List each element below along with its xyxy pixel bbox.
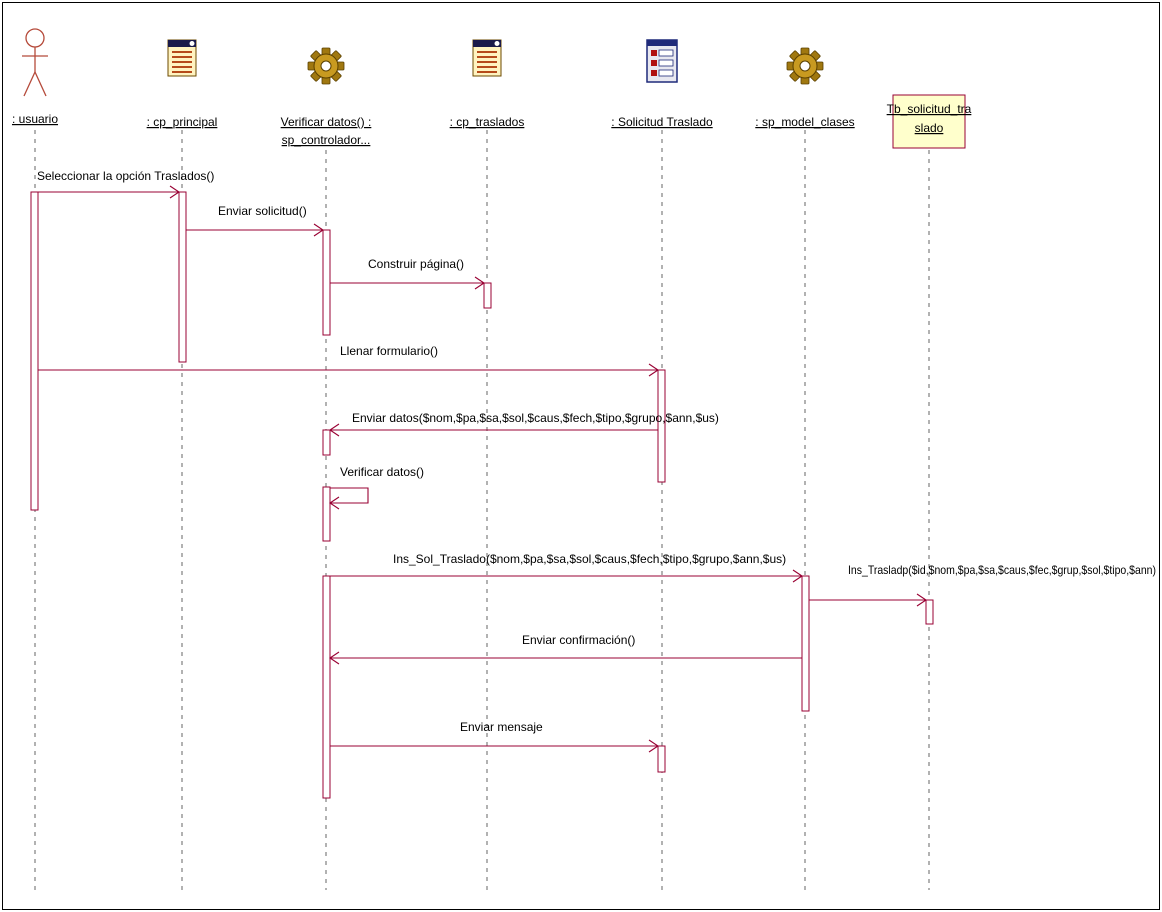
page-icon bbox=[472, 39, 502, 77]
message-label-m9: Enviar confirmación() bbox=[522, 633, 635, 647]
participant-label-controlador-2: sp_controlador... bbox=[282, 133, 371, 147]
participant-label-cp-principal: : cp_principal bbox=[147, 115, 218, 129]
arrow-m9 bbox=[329, 651, 802, 665]
activation-cp-principal bbox=[178, 191, 187, 363]
message-label-m6: Verificar datos() bbox=[340, 465, 424, 479]
message-label-m1: Seleccionar la opción Traslados() bbox=[37, 169, 214, 183]
activation-cp-traslados bbox=[483, 282, 492, 309]
participant-label-usuario: : usuario bbox=[12, 112, 58, 126]
participant-label-solicitud: : Solicitud Traslado bbox=[611, 115, 713, 129]
message-arrows bbox=[38, 185, 927, 753]
arrow-m6 bbox=[329, 487, 369, 510]
activation-solicitud-2 bbox=[657, 745, 666, 773]
activations bbox=[30, 191, 934, 799]
participant-label-tb-2: slado bbox=[915, 121, 944, 135]
arrow-m8 bbox=[809, 593, 927, 607]
participant-label-controlador: Verificar datos() : bbox=[281, 115, 372, 129]
activation-solicitud-1 bbox=[657, 369, 666, 483]
participant-label-cp-traslados: : cp_traslados bbox=[450, 115, 525, 129]
arrow-m7 bbox=[330, 569, 803, 583]
activation-tb bbox=[925, 599, 934, 625]
lifelines bbox=[34, 130, 930, 890]
gear-icon bbox=[307, 47, 345, 85]
participant-label-tb: Tb_solicitud_tra bbox=[887, 102, 972, 116]
message-label-m3: Construir página() bbox=[368, 257, 464, 271]
message-label-m5: Enviar datos($nom,$pa,$sa,$sol,$caus,$fe… bbox=[352, 411, 719, 425]
arrow-m10 bbox=[330, 739, 659, 753]
form-icon bbox=[646, 39, 678, 83]
message-label-m4: Llenar formulario() bbox=[340, 344, 438, 358]
arrow-m3 bbox=[330, 276, 485, 290]
page-icon bbox=[167, 39, 197, 77]
message-label-m2: Enviar solicitud() bbox=[218, 204, 307, 218]
activation-model bbox=[801, 575, 810, 712]
message-label-m7: Ins_Sol_Traslado($nom,$pa,$sa,$sol,$caus… bbox=[393, 552, 786, 566]
actor-icon bbox=[22, 28, 48, 97]
participant-label-model: : sp_model_clases bbox=[755, 115, 854, 129]
arrow-m5 bbox=[329, 423, 658, 437]
table-box bbox=[892, 94, 966, 149]
activation-controlador-4 bbox=[322, 575, 331, 799]
arrow-m2 bbox=[186, 223, 324, 237]
arrow-m4 bbox=[38, 363, 659, 377]
activation-usuario bbox=[30, 191, 39, 511]
activation-controlador-2 bbox=[322, 429, 331, 456]
message-label-m8: Ins_Trasladp($id,$nom,$pa,$sa,$caus,$fec… bbox=[848, 563, 1156, 577]
arrow-m1 bbox=[38, 185, 180, 199]
activation-controlador-3 bbox=[322, 486, 331, 542]
gear-icon bbox=[786, 47, 824, 85]
message-label-m10: Enviar mensaje bbox=[460, 720, 543, 734]
activation-controlador-1 bbox=[322, 229, 331, 336]
